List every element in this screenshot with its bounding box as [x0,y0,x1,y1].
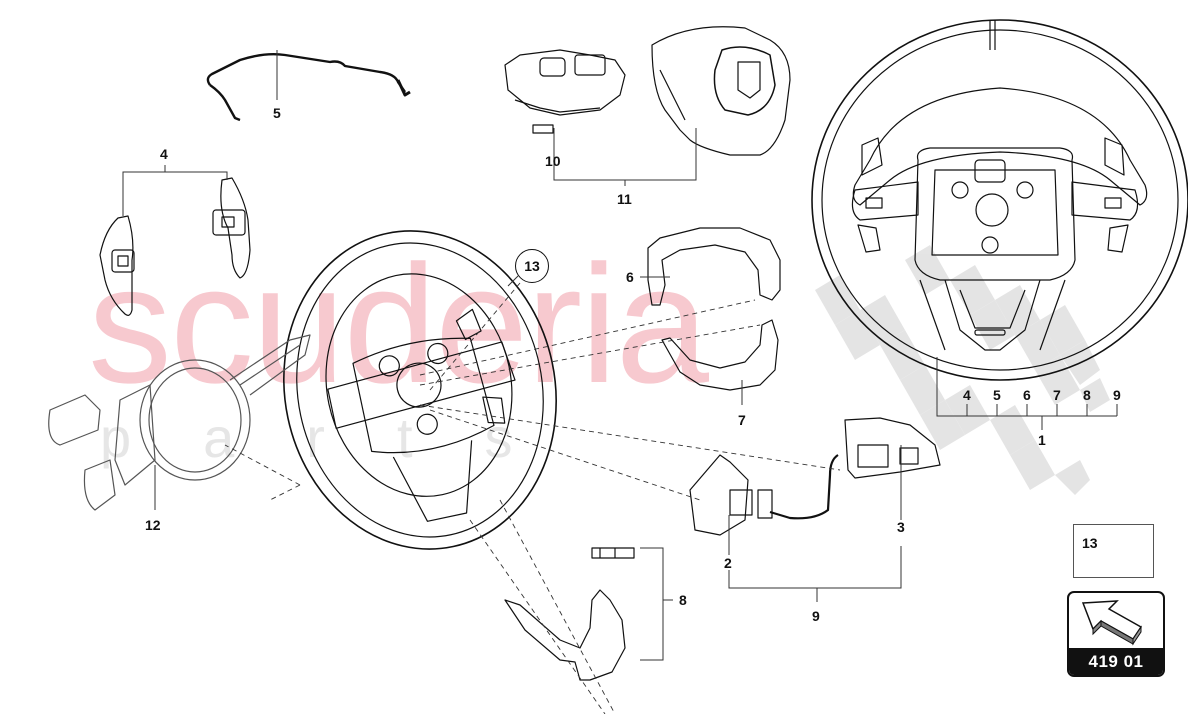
callout-leader-lines [122,50,1118,661]
left-switch-drawing [689,454,753,536]
lower-trim-cover-drawing [661,319,779,391]
driver-airbag-drawing [651,26,791,156]
callout-1-group-6: 6 [1023,387,1031,403]
page-navigation-badge[interactable]: 419 01 [1067,591,1165,677]
arrow-up-left-icon [1081,600,1143,646]
spoke-trim-drawing [504,547,635,681]
callout-9-switch-set: 9 [812,608,820,624]
callout-6: 6 [626,269,634,285]
page-code: 419 01 [1069,648,1163,675]
callout-1: 1 [1038,432,1046,448]
shift-paddles-drawing [99,177,251,316]
callout-1-group-8: 8 [1083,387,1091,403]
callout-3: 3 [897,519,905,535]
callout-7: 7 [738,412,746,428]
callout-1-group-5: 5 [993,387,1001,403]
fastener-detail-label: 13 [1082,535,1098,551]
steering-wheel-complete-drawing [811,19,1188,381]
watermark-scuderia: scuderia [88,230,709,418]
callout-4-paddles: 4 [160,146,168,162]
column-switch-drawing [48,334,311,511]
checkered-flag-watermark [815,245,1110,495]
right-switch-drawing [757,417,941,520]
steering-wheel-exploded-drawing [283,230,557,550]
callout-12: 12 [145,517,161,533]
callout-8: 8 [679,592,687,608]
callout-1-group-7: 7 [1053,387,1061,403]
callout-10: 10 [545,153,561,169]
fastener-detail-box: 13 [1073,524,1154,578]
callout-5: 5 [273,105,281,121]
callout-2: 2 [724,555,732,571]
wiring-harness-drawing [206,52,411,122]
callout-13-circle-label: 13 [524,258,540,274]
callout-13-circle: 13 [515,249,549,283]
airbag-wiring-drawing [504,49,626,134]
callout-1-group-4: 4 [963,387,971,403]
callout-1-group-9: 9 [1113,387,1121,403]
callout-11: 11 [617,191,632,207]
upper-trim-cover-drawing [647,227,781,306]
assembly-dashed-lines [224,282,841,714]
